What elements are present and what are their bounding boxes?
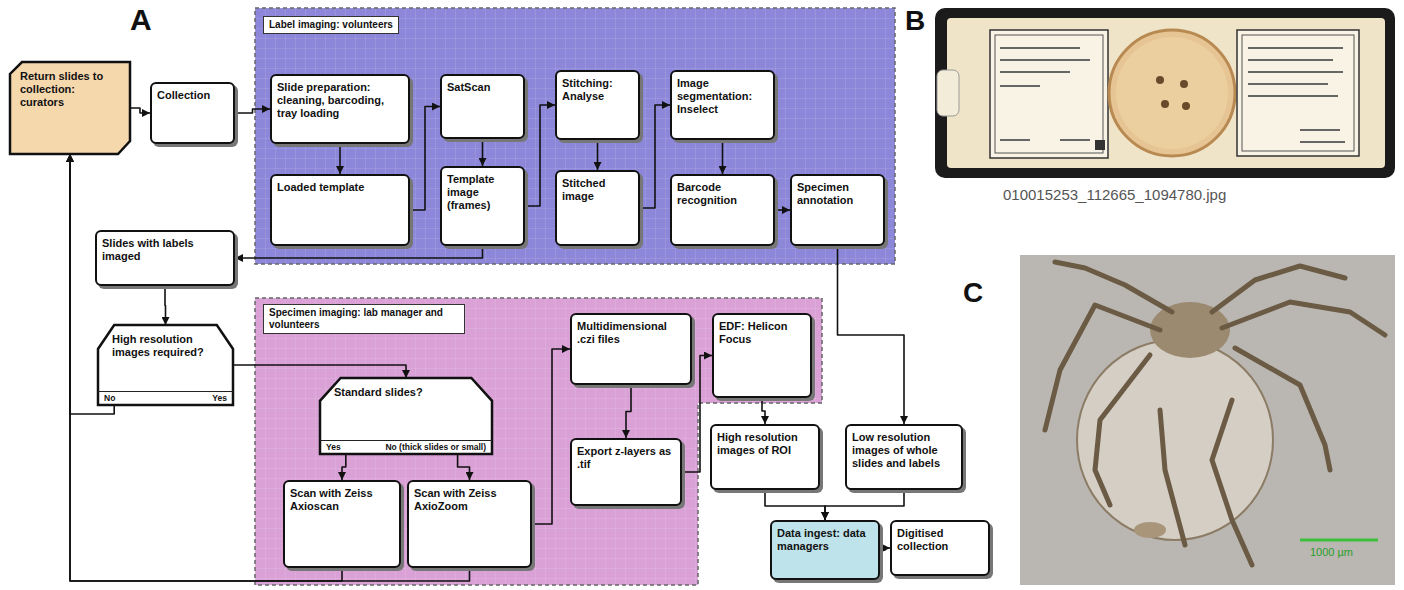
process-box: EDF: Helicon Focus bbox=[712, 313, 812, 398]
process-box: Slides with labels imaged bbox=[95, 230, 235, 286]
flow-arrow bbox=[597, 140, 599, 170]
flow-arrow bbox=[838, 246, 905, 424]
flow-arrow bbox=[722, 140, 724, 174]
process-box: Collection bbox=[150, 82, 235, 144]
terminal-shape: Return slides to collection: curators bbox=[10, 62, 130, 154]
process-box: Scan with Zeiss AxioZoom bbox=[407, 480, 532, 568]
box-text: Loaded template bbox=[277, 181, 403, 194]
process-box: Loaded template bbox=[270, 174, 410, 246]
box-text: Scan with Zeiss Axioscan bbox=[290, 487, 394, 513]
panel-label: A bbox=[130, 2, 152, 38]
box-text: Template image (frames) bbox=[447, 173, 518, 213]
box-text: High resolution images of ROI bbox=[717, 431, 813, 457]
process-box: SatScan bbox=[440, 74, 525, 139]
decision-shape: High resolution images required? No Yes bbox=[98, 325, 233, 405]
decision-text: Standard slides? bbox=[334, 386, 478, 436]
box-text: Image segmentation: Inselect bbox=[677, 77, 768, 117]
flow-arrow bbox=[825, 490, 904, 520]
process-box: Low resolution images of whole slides an… bbox=[845, 424, 963, 490]
flow-arrow bbox=[765, 490, 825, 520]
decision-text: High resolution images required? bbox=[112, 333, 219, 387]
answer-label: Yes bbox=[326, 442, 341, 452]
box-text: Low resolution images of whole slides an… bbox=[852, 431, 956, 471]
flow-arrow bbox=[482, 139, 484, 166]
answer-label: Yes bbox=[212, 393, 227, 403]
box-text: Multidimensional .czi files bbox=[577, 320, 685, 346]
flow-arrow bbox=[164, 286, 166, 325]
process-box: Slide preparation: cleaning, barcoding, … bbox=[270, 74, 410, 144]
file-name: 010015253_112665_1094780.jpg bbox=[1003, 186, 1226, 204]
flow-arrow bbox=[339, 144, 341, 174]
box-text: Collection bbox=[157, 89, 228, 102]
process-box: Barcode recognition bbox=[670, 174, 775, 246]
panel-label: C bbox=[963, 276, 983, 310]
process-box: Scan with Zeiss Axioscan bbox=[283, 480, 401, 568]
box-text: Slide preparation: cleaning, barcoding, … bbox=[277, 81, 403, 121]
answer-row: No Yes bbox=[98, 391, 233, 405]
process-box: Data ingest: data managers bbox=[770, 520, 880, 580]
box-text: Stitching: Analyse bbox=[562, 77, 633, 103]
answer-label: No bbox=[104, 393, 115, 403]
box-text: EDF: Helicon Focus bbox=[719, 320, 805, 346]
flow-arrow bbox=[880, 548, 890, 550]
process-box: Image segmentation: Inselect bbox=[670, 70, 775, 140]
process-box: Specimen annotation bbox=[790, 174, 885, 246]
group-band: Label imaging: volunteersSlide preparati… bbox=[255, 8, 895, 264]
flow-arrow bbox=[130, 108, 150, 113]
box-text: Export z-layers as .tif bbox=[577, 445, 675, 471]
group-title: Label imaging: volunteers bbox=[263, 16, 399, 34]
process-box: High resolution images of ROI bbox=[710, 424, 820, 490]
box-text: Specimen annotation bbox=[797, 181, 878, 207]
box-text: Data ingest: data managers bbox=[777, 527, 873, 553]
process-box: Stitched image bbox=[555, 170, 640, 246]
box-text: SatScan bbox=[447, 81, 518, 94]
process-box: Stitching: Analyse bbox=[555, 70, 640, 140]
answer-label: No (thick slides or small) bbox=[385, 442, 486, 452]
process-box: Export z-layers as .tif bbox=[570, 438, 682, 506]
group-title: Specimen imaging: lab manager and volunt… bbox=[263, 304, 465, 334]
flow-arrow bbox=[775, 209, 790, 211]
decision-shape: Standard slides? Yes No (thick slides or s… bbox=[320, 378, 492, 454]
insect-micrograph bbox=[1020, 255, 1395, 585]
box-text: Scan with Zeiss AxioZoom bbox=[414, 487, 525, 513]
box-text: Barcode recognition bbox=[677, 181, 768, 207]
process-box: Digitised collection bbox=[890, 520, 990, 576]
box-text: Slides with labels imaged bbox=[102, 237, 228, 263]
box-text: Stitched image bbox=[562, 177, 633, 203]
scale-label: 1000 µm bbox=[1310, 546, 1353, 559]
answer-row: Yes No (thick slides or small) bbox=[320, 440, 492, 454]
process-box: Multidimensional .czi files bbox=[570, 313, 692, 385]
slide-photo bbox=[935, 8, 1395, 178]
terminal-text: Return slides to collection: curators bbox=[20, 70, 120, 110]
process-box: Template image (frames) bbox=[440, 166, 525, 246]
box-text: Digitised collection bbox=[897, 527, 983, 553]
panel-label: B bbox=[905, 4, 925, 38]
